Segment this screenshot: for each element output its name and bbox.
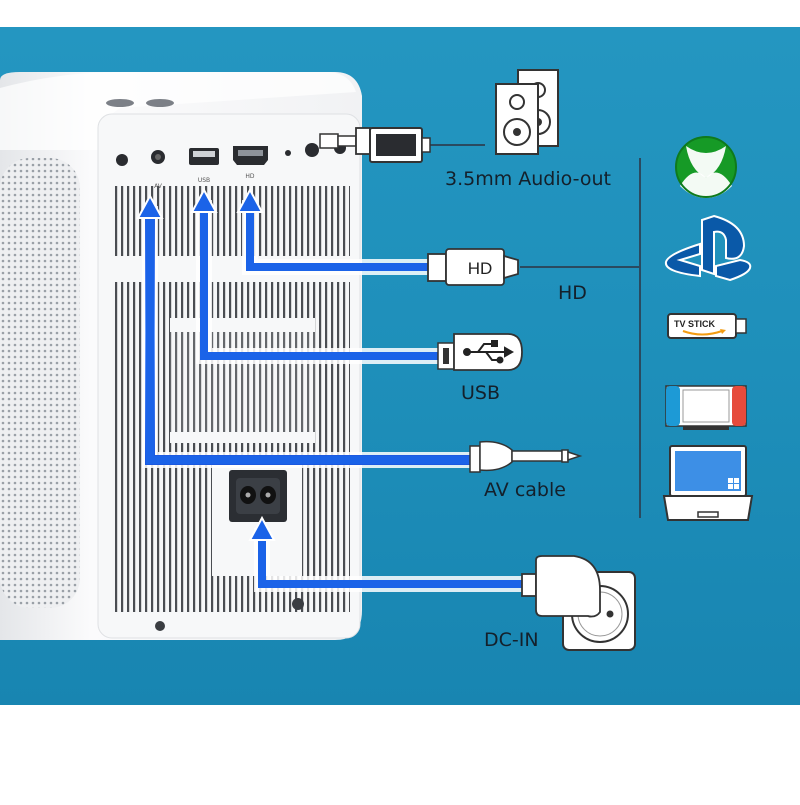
label-dc-in: DC-IN <box>484 629 539 651</box>
tv-stick-text: TV STICK <box>674 319 716 329</box>
ports-panel: AV USB HD <box>116 142 346 190</box>
speakers-icon <box>495 69 559 155</box>
port-label-av: AV <box>154 183 163 190</box>
audio-port <box>305 143 319 157</box>
av-cable <box>136 193 583 473</box>
playstation-icon <box>664 214 752 282</box>
port-label-hd: HD <box>245 173 255 180</box>
usb-cable <box>190 187 523 371</box>
label-av-cable: AV cable <box>484 479 566 501</box>
dc-cable <box>248 515 636 651</box>
xbox-icon <box>675 136 737 198</box>
hd-plug-text: HD <box>468 259 493 278</box>
label-audio-out: 3.5mm Audio-out <box>445 168 611 190</box>
power-socket <box>229 470 287 522</box>
usb-symbol-icon <box>463 340 515 364</box>
label-usb: USB <box>461 382 501 404</box>
label-hd: HD <box>558 282 587 304</box>
port-label-usb: USB <box>198 177 210 184</box>
switch-icon <box>665 385 747 430</box>
bus-lines <box>430 144 641 518</box>
audio-plug <box>319 127 431 163</box>
laptop-icon <box>662 445 754 521</box>
tv-stick-icon: TV STICK <box>667 313 747 339</box>
hd-cable: HD <box>236 187 519 286</box>
